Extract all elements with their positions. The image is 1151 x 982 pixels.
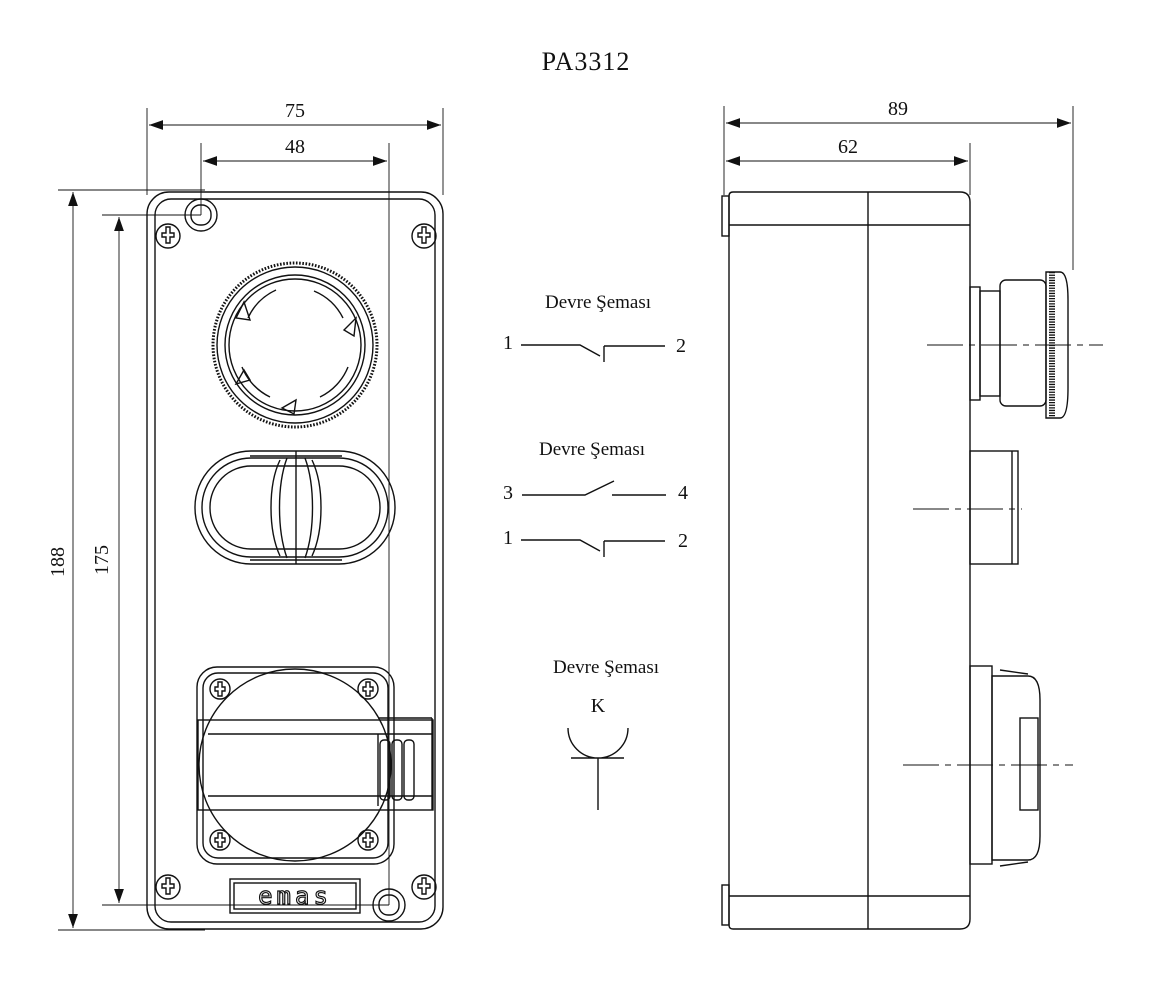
emergency-stop-button-icon xyxy=(211,261,379,429)
dimension-label-89: 89 xyxy=(888,98,908,120)
schematic-title: Devre Şeması xyxy=(553,657,659,678)
selector-switch-icon xyxy=(196,666,434,865)
nc-contact-icon xyxy=(521,344,665,362)
terminal-label: 2 xyxy=(678,530,688,552)
terminal-label: 4 xyxy=(678,482,688,504)
enclosure-side-outline xyxy=(728,191,971,930)
dimension-height-outer: 188 xyxy=(47,189,205,931)
dimension-width-outer: 75 xyxy=(146,100,444,195)
side-view: 89 62 xyxy=(721,98,1103,930)
dimension-label-62: 62 xyxy=(838,136,858,158)
dimension-label-48: 48 xyxy=(285,136,305,158)
emergency-stop-side-icon xyxy=(927,271,1103,419)
no-contact-icon xyxy=(522,480,666,496)
terminal-label: 1 xyxy=(503,527,513,549)
dimension-width-inner: 48 xyxy=(200,136,390,905)
selector-switch-side-icon xyxy=(903,665,1073,867)
mounting-hole-icon xyxy=(184,198,218,232)
dimension-height-inner: 175 xyxy=(91,214,389,906)
emas-logo-text: emas xyxy=(258,882,332,910)
mounting-hole-icon xyxy=(372,888,406,922)
front-view: 75 48 188 175 xyxy=(47,100,444,931)
schematic-2: Devre Şeması 3 4 1 2 xyxy=(503,439,688,557)
dimension-depth-total: 89 xyxy=(723,98,1074,270)
enclosure-outline xyxy=(146,191,444,930)
schematic-3: Devre Şeması K xyxy=(553,657,659,810)
emas-logo: emas xyxy=(229,878,361,914)
double-pushbutton-icon xyxy=(194,450,396,565)
terminal-label: 3 xyxy=(503,482,513,504)
dimension-label-175: 175 xyxy=(91,545,113,575)
schematic-1: Devre Şeması 1 2 xyxy=(503,292,686,362)
key-label: K xyxy=(591,695,606,717)
terminal-label: 1 xyxy=(503,332,513,354)
drawing-title: PA3312 xyxy=(542,47,631,76)
nc-contact-icon xyxy=(521,539,665,557)
screw-icon xyxy=(155,874,181,900)
schematic-title: Devre Şeması xyxy=(545,292,651,313)
double-pushbutton-side-icon xyxy=(913,450,1022,565)
dimension-label-75: 75 xyxy=(285,100,305,122)
key-switch-symbol-icon xyxy=(567,727,629,810)
schematic-title: Devre Şeması xyxy=(539,439,645,460)
terminal-label: 2 xyxy=(676,335,686,357)
screw-icon xyxy=(411,874,437,900)
dimension-depth-body: 62 xyxy=(726,136,971,195)
dimension-label-188: 188 xyxy=(47,547,69,577)
screw-icon xyxy=(155,223,181,249)
screw-icon xyxy=(411,223,437,249)
